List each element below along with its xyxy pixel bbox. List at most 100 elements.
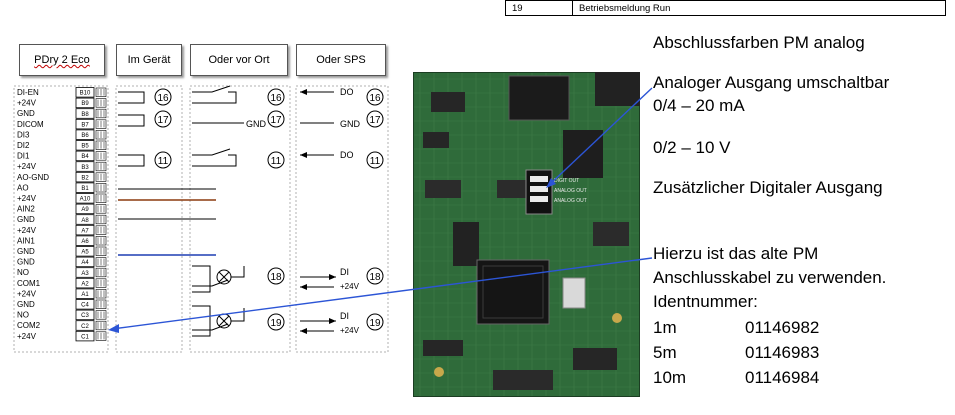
terminal-pin-label: A1 <box>81 292 89 298</box>
terminal-pin-box <box>75 330 95 342</box>
terminal-pin-label: A7 <box>81 228 89 234</box>
terminal-pin-label: A10 <box>80 197 91 203</box>
terminal-signal-label: GND <box>17 215 35 224</box>
terminal-pin-box <box>75 246 95 257</box>
chip-right-mid <box>563 130 603 178</box>
label-24v-18: +24V <box>340 282 360 291</box>
pcb-pad-icon-2 <box>612 313 622 323</box>
chip-center-2 <box>497 180 529 198</box>
pcb-pad-icon <box>434 367 444 377</box>
wire-19-lamp <box>231 308 245 322</box>
circle-17-geraet-label: 17 <box>157 115 169 126</box>
header-oder-sps-label: Oder SPS <box>316 54 366 66</box>
terminal-pin-label: B1 <box>81 186 89 192</box>
frame-im-geraet <box>115 85 183 353</box>
terminal-signal-label: +24V <box>17 332 37 341</box>
text-hierzu: Hierzu ist das alte PM <box>653 244 819 263</box>
chip-bottom-left <box>423 340 463 356</box>
ident-number: 01146983 <box>745 343 820 362</box>
terminal-pin-label: B6 <box>81 133 89 139</box>
switch-16-vor-ort <box>192 85 237 104</box>
ident-row: 5m 01146983 <box>653 343 819 363</box>
label-do-11: DO <box>340 150 354 160</box>
chip-right-3 <box>593 222 629 246</box>
chip-label-1: DIGIT OUT <box>554 178 579 184</box>
switch-11-vor-ort <box>192 148 237 167</box>
header-im-geraet: Im Gerät <box>116 44 182 76</box>
terminal-signal-label: +24V <box>17 289 37 298</box>
terminal-pin-box <box>75 193 95 204</box>
terminal-pin-box <box>75 277 95 289</box>
circle-16-geraet <box>154 88 172 106</box>
circle-16-geraet-label: 16 <box>157 93 169 104</box>
terminal-pin-box <box>75 182 95 193</box>
chip-bottom-center <box>493 370 553 390</box>
terminal-pin-label: B5 <box>81 144 89 150</box>
terminal-pin-label: A9 <box>81 207 89 213</box>
text-anschlusskabel: Anschlusskabel zu verwenden. <box>653 268 887 287</box>
header-oder-vor-ort-label: Oder vor Ort <box>208 54 270 66</box>
label-gnd-17-vor-ort: GND <box>246 119 267 129</box>
terminal-pin-box <box>75 171 95 183</box>
wire-16-geraet <box>118 91 145 104</box>
terminal-pin-label: A8 <box>81 218 89 224</box>
arrow-11-sps <box>300 152 307 158</box>
terminal-pin-label: A2 <box>81 281 89 287</box>
chip-left-2 <box>425 180 461 198</box>
terminal-pin-box <box>75 203 95 215</box>
top-table: 19 Betriebsmeldung Run <box>505 0 946 16</box>
terminal-pin-box <box>75 87 95 98</box>
terminal-signal-label: DICOM <box>17 120 44 129</box>
frame-oder-sps <box>295 85 389 353</box>
circle-11-vor-ort <box>267 151 285 169</box>
circle-17-vor-ort <box>267 110 285 128</box>
terminal-signal-label: DI1 <box>17 152 30 161</box>
ident-number: 01146982 <box>745 318 820 337</box>
frame-oder-vor-ort <box>189 85 291 353</box>
chip-label-3: ANALOG OUT <box>554 198 587 204</box>
terminal-signal-label: DI-EN <box>17 88 39 97</box>
header-pdry: PDry 2 Eco <box>19 44 105 76</box>
terminal-pin-box <box>75 161 95 172</box>
text-range-ma: 0/4 – 20 mA <box>653 96 745 115</box>
circle-19-vor-ort-label: 19 <box>270 318 282 329</box>
circle-16-vor-ort-label: 16 <box>270 93 282 104</box>
chip-top-right <box>595 72 640 106</box>
terminal-pin-box <box>75 224 95 236</box>
terminal-signal-label: +24V <box>17 162 37 171</box>
terminal-pin-box <box>75 299 95 310</box>
circle-17-sps-label: 17 <box>369 115 381 126</box>
terminal-pin-label: A3 <box>81 271 89 277</box>
arrow-19-24v <box>300 328 307 334</box>
wire-17-geraet <box>118 114 145 127</box>
ident-length: 5m <box>653 343 677 362</box>
terminal-row: +24V A1 <box>17 288 107 299</box>
arrow-19-di <box>329 318 336 324</box>
circle-11-sps-label: 11 <box>370 156 381 167</box>
terminal-pin-box <box>75 235 95 246</box>
wire-19-vor-ort <box>192 305 211 337</box>
ident-number: 01146984 <box>745 368 820 387</box>
terminal-pin-box <box>75 150 95 162</box>
header-im-geraet-label: Im Gerät <box>127 54 171 66</box>
circle-18-vor-ort-label: 18 <box>270 272 282 283</box>
chip-top <box>508 75 570 121</box>
table-cell-number: 19 <box>505 0 573 16</box>
table-row: 19 Betriebsmeldung Run <box>505 0 946 16</box>
label-di-19: DI <box>340 311 349 321</box>
terminal-pin-box <box>75 97 95 109</box>
terminal-signal-label: DI2 <box>17 141 30 150</box>
terminal-row: GND A8 <box>17 214 107 225</box>
terminal-pin-label: C4 <box>81 303 89 309</box>
label-di-18: DI <box>340 267 349 277</box>
terminal-pin-label: A4 <box>81 260 89 266</box>
